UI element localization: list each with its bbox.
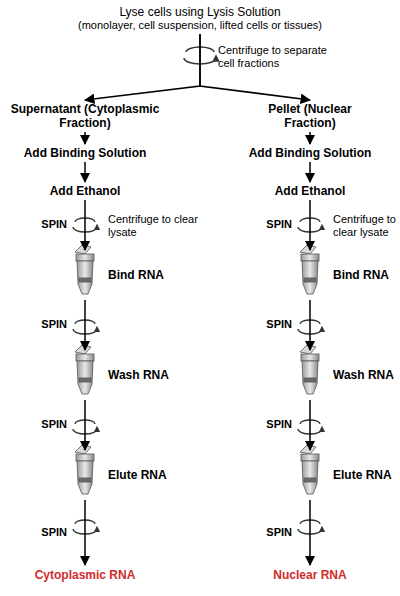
node-text: Lyse cells using Lysis Solution: [119, 5, 280, 19]
node-text: Add Ethanol: [275, 184, 346, 198]
node-text: Bind RNA: [108, 268, 164, 282]
node-text: Elute RNA: [333, 468, 392, 482]
result-label: Cytoplasmic RNA: [15, 565, 155, 585]
flow-arrow: [309, 200, 311, 250]
flow-arrow: [84, 132, 86, 144]
spin-column-icons: [75, 245, 319, 494]
node-text: Add Binding Solution: [24, 146, 147, 160]
node-text: (monolayer, cell suspension, lifted cell…: [78, 19, 322, 32]
node-text: Pellet (Nuclear Fraction): [250, 102, 370, 130]
note-label: Centrifuge to clear lysate: [333, 213, 399, 239]
spin-icons: [73, 218, 322, 534]
spin-label: SPIN: [27, 218, 67, 231]
flow-arrow: [84, 300, 86, 350]
column-step: Bind RNA: [295, 250, 400, 300]
column-step: Wash RNA: [70, 350, 180, 400]
node-text: Wash RNA: [333, 368, 394, 382]
result-label: Nuclear RNA: [240, 565, 380, 585]
node-text: Elute RNA: [108, 468, 167, 482]
flow-arrow: [309, 300, 311, 350]
flow-arrow: [85, 34, 200, 100]
node-text: Supernatant (Cytoplasmic Fraction): [10, 102, 160, 130]
node-text: Nuclear RNA: [273, 568, 346, 582]
flow-arrow: [84, 200, 86, 250]
note-label: Centrifuge to clear lysate: [108, 213, 198, 239]
process-step: Add Ethanol: [260, 182, 360, 200]
spin-label: SPIN: [27, 418, 67, 431]
process-step: Add Binding Solution: [15, 144, 155, 162]
fraction-label: Pellet (Nuclear Fraction): [250, 100, 370, 132]
column-step: Bind RNA: [70, 250, 180, 300]
process-step: Add Ethanol: [35, 182, 135, 200]
flow-arrow: [309, 132, 311, 144]
column-step: Elute RNA: [295, 450, 400, 500]
process-step: Add Binding Solution: [240, 144, 380, 162]
flow-arrow: [84, 500, 86, 565]
node-text: Bind RNA: [333, 268, 389, 282]
spin-label: SPIN: [27, 526, 67, 539]
spin-label: SPIN: [252, 526, 292, 539]
node-text: Add Ethanol: [50, 184, 121, 198]
flow-arrow: [84, 400, 86, 450]
spin-label: SPIN: [252, 418, 292, 431]
start-step: Lyse cells using Lysis Solution(monolaye…: [70, 2, 330, 34]
flow-arrow: [309, 162, 311, 182]
note-label: Centrifuge to separate cell fractions: [218, 44, 328, 70]
node-text: Add Binding Solution: [249, 146, 372, 160]
column-step: Wash RNA: [295, 350, 400, 400]
spin-label: SPIN: [252, 318, 292, 331]
spin-label: SPIN: [252, 218, 292, 231]
node-text: Cytoplasmic RNA: [35, 568, 136, 582]
flow-arrow: [84, 162, 86, 182]
column-step: Elute RNA: [70, 450, 180, 500]
spin-label: SPIN: [27, 318, 67, 331]
node-text: Wash RNA: [108, 368, 169, 382]
flow-arrow: [309, 500, 311, 565]
flow-arrow: [309, 400, 311, 450]
fraction-label: Supernatant (Cytoplasmic Fraction): [10, 100, 160, 132]
